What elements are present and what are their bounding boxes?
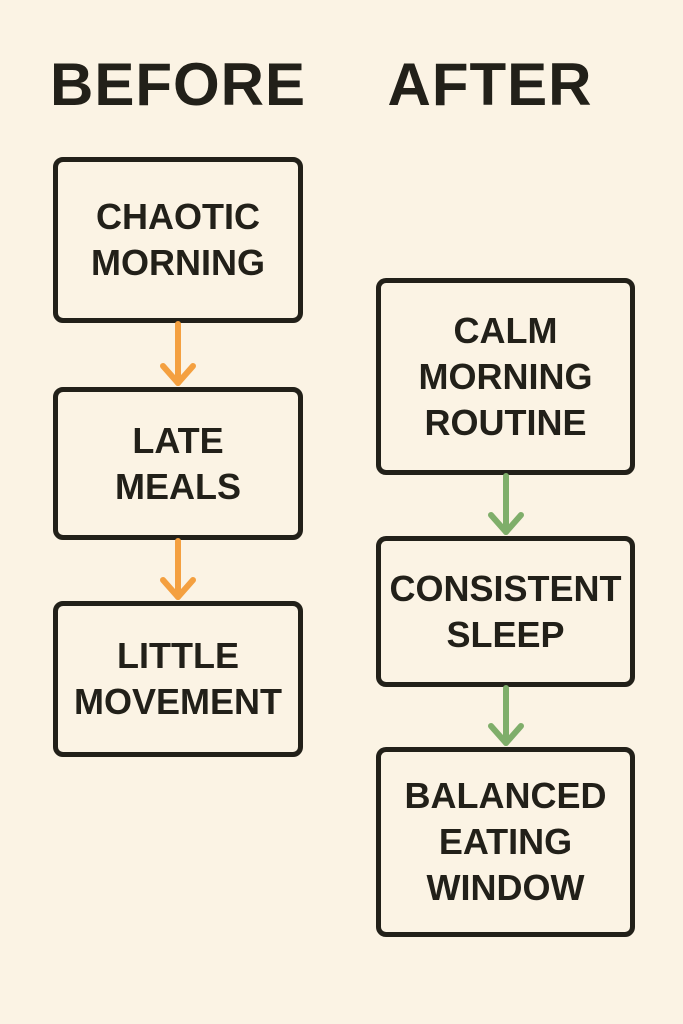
step-label: CHAOTIC xyxy=(96,196,260,237)
step-label: MORNING xyxy=(418,355,593,397)
before-step-chaotic-morning: CHAOTIC MORNING xyxy=(53,157,303,323)
step-label: CALM xyxy=(453,309,558,351)
before-title: BEFORE xyxy=(49,51,307,118)
after-step-balanced-eating-window: BALANCED EATING WINDOW xyxy=(376,747,635,937)
step-label: MOVEMENT xyxy=(73,681,282,722)
step-label: ROUTINE xyxy=(424,401,587,443)
before-step-little-movement: LITTLE MOVEMENT xyxy=(53,601,303,757)
step-label: MEALS xyxy=(115,465,241,507)
after-title: AFTER xyxy=(387,51,593,118)
step-label: MORNING xyxy=(91,242,265,283)
step-label: SLEEP xyxy=(446,613,565,655)
before-arrow-down-icon xyxy=(160,538,196,600)
step-label: LITTLE xyxy=(117,635,239,676)
step-label: EATING xyxy=(438,821,573,862)
after-arrow-down-icon xyxy=(488,473,524,535)
step-label: CONSISTENT xyxy=(389,567,622,609)
step-label: WINDOW xyxy=(426,867,585,908)
after-arrow-down-icon xyxy=(488,685,524,746)
step-label: LATE xyxy=(132,419,224,461)
before-arrow-down-icon xyxy=(160,321,196,386)
step-label: BALANCED xyxy=(404,775,607,816)
